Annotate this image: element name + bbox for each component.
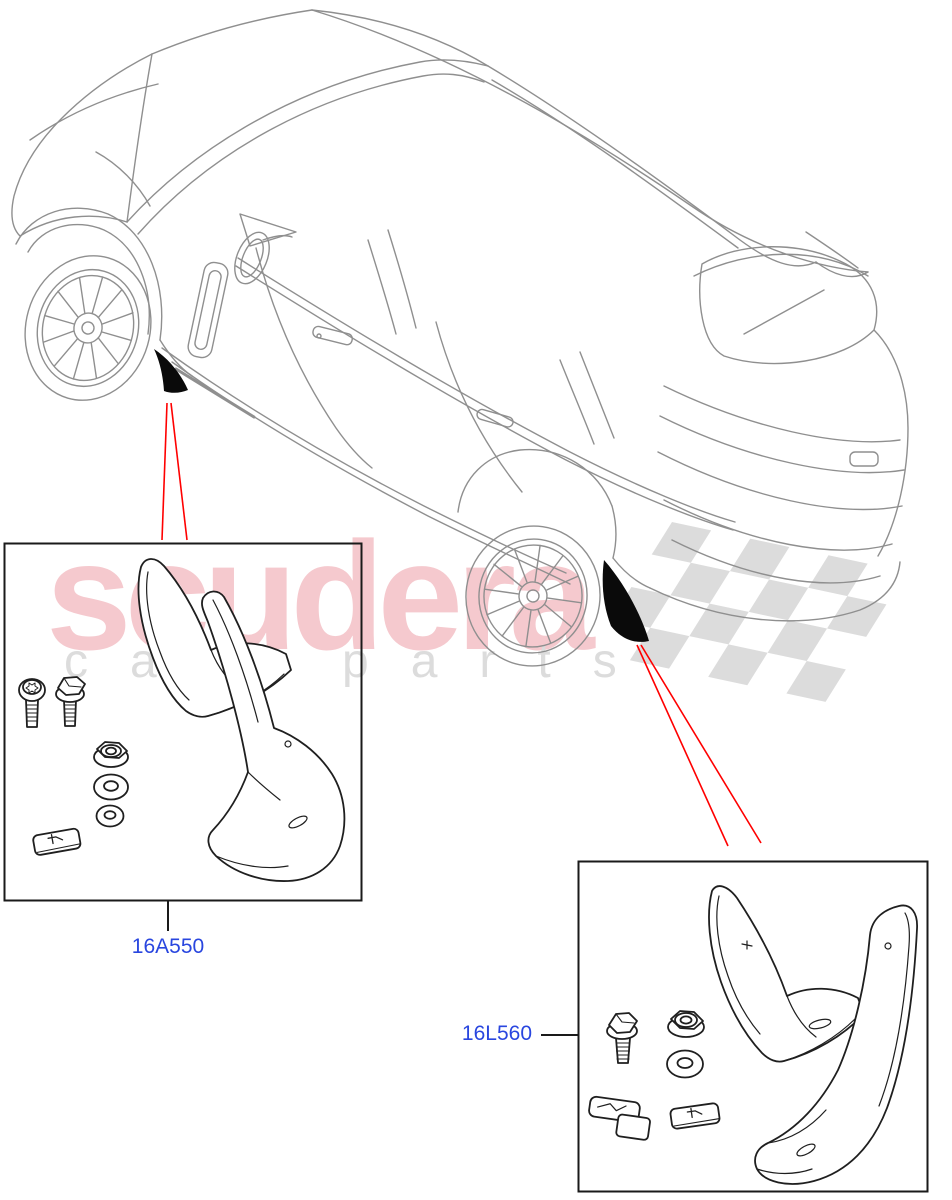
side-glass-and-pillars — [235, 213, 736, 531]
part-code-label-16A550[interactable]: 16A550 — [131, 935, 205, 958]
front-mudflap-marker — [154, 349, 188, 393]
rear-end — [649, 231, 909, 622]
flange-nut-icon — [93, 741, 129, 768]
flange-nut-icon — [667, 1010, 705, 1038]
front-kit-leader-lines — [161, 402, 188, 541]
part-code-label-16L560[interactable]: 16L560 — [461, 1022, 532, 1045]
windshield-and-roof — [126, 9, 869, 278]
front-wheel — [24, 255, 152, 401]
torx-bolt-icon — [18, 678, 46, 728]
hex-flange-bolt-icon — [55, 676, 86, 727]
rear-kit-leader-lines — [636, 644, 762, 847]
vehicle-illustration — [11, 9, 909, 667]
rear-mudflap-kit-box — [541, 860, 929, 1193]
checkered-flag-icon — [611, 522, 887, 702]
front-mudflap-kit-box — [3, 542, 363, 931]
mudflap-curved-icon — [754, 904, 918, 1185]
side-mirror — [234, 231, 293, 285]
mudflap-blade-icon — [708, 885, 865, 1063]
doors-and-handles — [187, 247, 523, 493]
retainer-bracket-icon — [588, 1095, 651, 1141]
rocker-panel — [161, 347, 571, 585]
rear-mudflap-marker — [602, 560, 649, 642]
rear-wheel — [465, 525, 601, 667]
washer-small-icon — [95, 804, 125, 828]
rear-wheel-arch — [457, 448, 651, 589]
mudflap-curved-icon — [201, 590, 346, 882]
washer-large-icon — [93, 773, 129, 801]
watermark-brand-text: scudera — [46, 510, 595, 682]
hex-flange-bolt-icon — [606, 1012, 638, 1064]
retainer-clip-icon — [32, 827, 82, 856]
retainer-clip-icon — [669, 1102, 721, 1130]
washer-icon — [666, 1049, 704, 1079]
